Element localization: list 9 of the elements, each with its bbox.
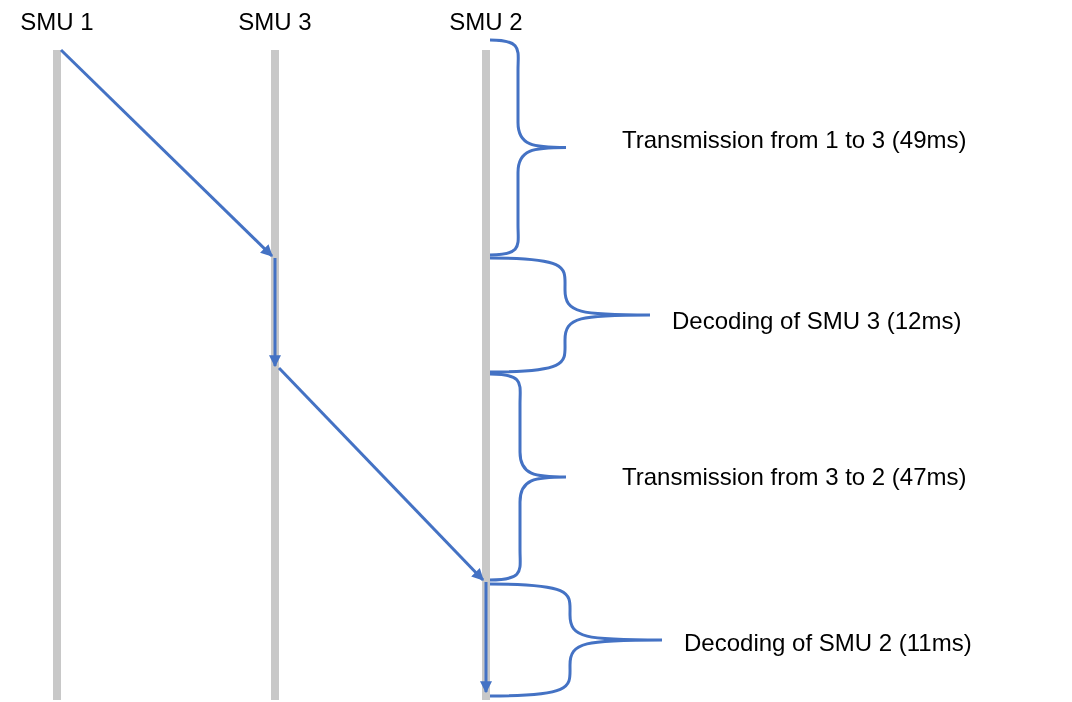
duration-label: Transmission from 1 to 3 (49ms) bbox=[622, 126, 967, 154]
message-arrow bbox=[277, 366, 485, 582]
duration-label: Decoding of SMU 3 (12ms) bbox=[672, 307, 962, 335]
lifeline-label: SMU 3 bbox=[238, 8, 312, 36]
lifeline-label: SMU 2 bbox=[449, 8, 523, 36]
lifeline-label: SMU 1 bbox=[20, 8, 94, 36]
duration-label: Decoding of SMU 2 (11ms) bbox=[684, 629, 972, 657]
message-arrow bbox=[59, 48, 274, 258]
duration-label: Transmission from 3 to 2 (47ms) bbox=[622, 463, 967, 491]
